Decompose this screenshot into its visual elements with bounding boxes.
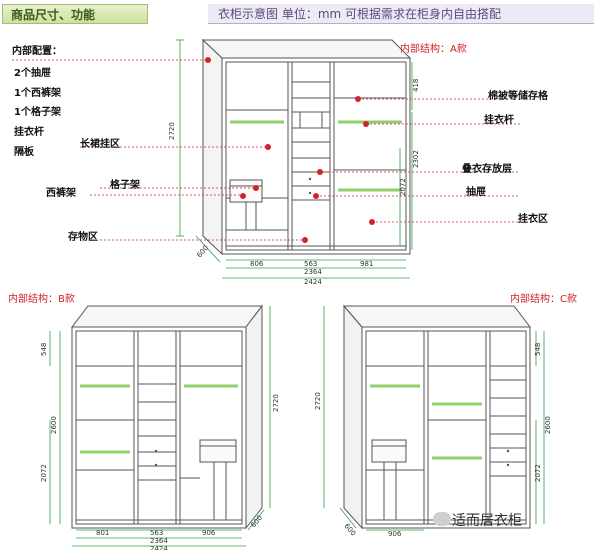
dim-a-w-inner: 2364 xyxy=(304,268,322,276)
label-hanging-rod-right: 挂衣杆 xyxy=(484,115,514,126)
dim-c-top: 548 xyxy=(534,343,542,356)
label-hanging-area: 挂衣区 xyxy=(518,214,548,225)
label-structure-b: 内部结构：B款 xyxy=(8,294,75,305)
dim-c-height: 2720 xyxy=(314,392,322,410)
header-title-right: 衣柜示意图 单位：mm 可根据需求在柜身内自由搭配 xyxy=(208,4,594,24)
label-drawers: 2个抽屉 xyxy=(14,68,51,79)
rods-a xyxy=(230,120,402,192)
markers-a xyxy=(205,57,375,243)
wardrobe-a xyxy=(201,38,412,256)
dim-b-height: 2720 xyxy=(272,394,280,412)
label-internal-config: 内部配置： xyxy=(12,46,62,57)
dim-c-h1: 2600 xyxy=(544,416,552,434)
leaders-a xyxy=(12,59,520,241)
dim-a-w3: 981 xyxy=(360,260,373,268)
dim-c-w1: 906 xyxy=(388,530,402,538)
dim-b-w-total: 2424 xyxy=(150,545,168,550)
wardrobe-b xyxy=(70,304,264,530)
dim-b-h1: 2600 xyxy=(50,416,58,434)
label-trouser-shelf: 西裤架 xyxy=(46,188,76,199)
dim-c-h2: 2072 xyxy=(534,464,542,482)
label-long-hanging: 长裙挂区 xyxy=(80,139,120,150)
label-structure-a: 内部结构：A款 xyxy=(400,44,467,55)
label-quilt-storage: 棉被等储存格 xyxy=(488,91,548,102)
label-drawer: 抽屉 xyxy=(466,187,486,198)
dim-a-w2: 563 xyxy=(304,260,317,268)
dim-a-depth: 600 xyxy=(195,244,210,259)
dim-a-right-lower: 2072 xyxy=(399,178,407,196)
label-structure-c: 内部结构：C款 xyxy=(510,294,577,305)
dim-a-right-h: 2302 xyxy=(412,150,420,168)
header-title-left: 商品尺寸、功能 xyxy=(2,4,148,24)
label-folded-area: 叠衣存放层 xyxy=(462,164,512,175)
label-partition: 隔板 xyxy=(14,147,34,158)
dim-b-w3: 906 xyxy=(202,529,216,537)
watermark: 适而居衣柜 xyxy=(452,513,522,529)
label-storage: 存物区 xyxy=(68,232,98,243)
wardrobe-c xyxy=(342,304,532,530)
dim-b-w-inner: 2364 xyxy=(150,537,168,545)
dim-b-w1: 801 xyxy=(96,529,109,537)
dim-b-w2: 563 xyxy=(150,529,163,537)
dim-b-h2: 2072 xyxy=(40,464,48,482)
label-trouser-rack: 1个西裤架 xyxy=(14,88,61,99)
rods-c xyxy=(370,384,482,460)
dim-c-depth: 600 xyxy=(342,522,357,537)
dim-a-w1: 806 xyxy=(250,260,264,268)
label-grid-rack: 1个格子架 xyxy=(14,107,61,118)
dim-a-top: 418 xyxy=(412,79,420,92)
rods-b xyxy=(80,384,238,454)
label-hanging-rod: 挂衣杆 xyxy=(14,127,44,138)
label-grid-shelf: 格子架 xyxy=(110,180,140,191)
dim-b-top: 548 xyxy=(40,343,48,356)
dim-a-w-total: 2424 xyxy=(304,278,322,286)
wechat-icon xyxy=(433,512,451,526)
dim-a-height: 2720 xyxy=(168,122,176,140)
